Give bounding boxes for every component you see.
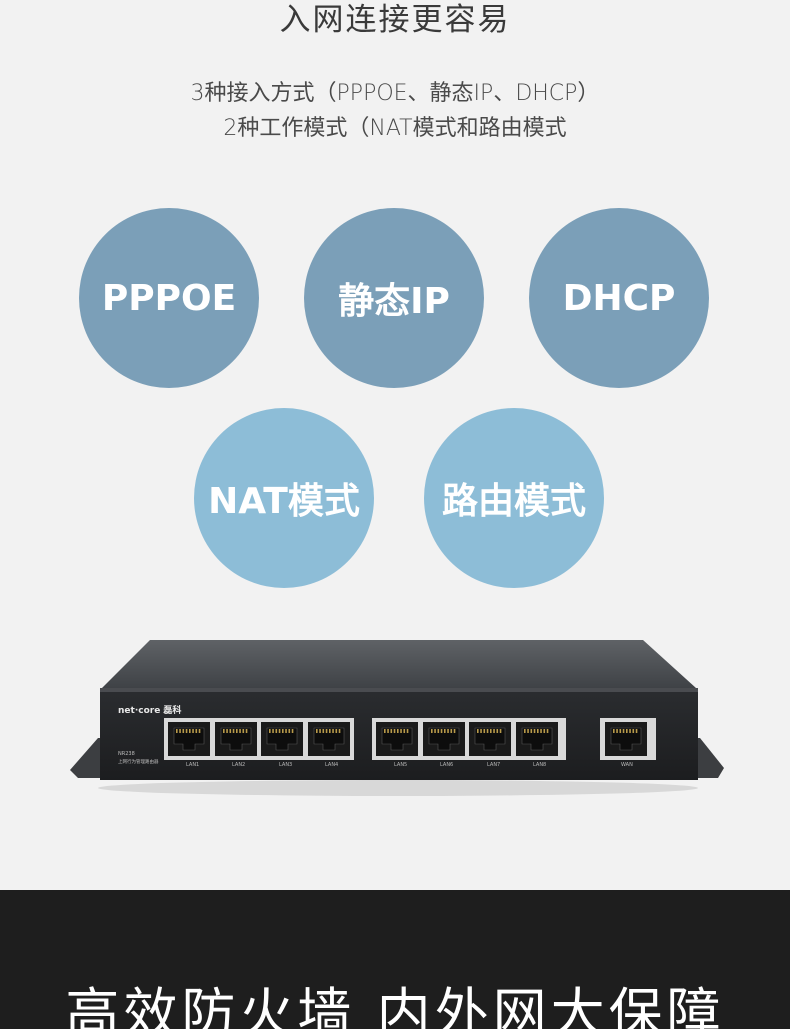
- section-title: 入网连接更容易: [279, 2, 511, 38]
- port-wan: [605, 722, 647, 756]
- router-device-image: net·core 磊科 NR238 上网行为管理路由器 LAN1 LAN2 LA…: [70, 640, 724, 796]
- brand-logo-text: net·core 磊科: [118, 704, 181, 716]
- port-label-lan4: LAN4: [325, 762, 338, 768]
- nat-mode-circle: NAT模式: [194, 408, 374, 588]
- nat-mode-label: NAT模式: [208, 481, 360, 522]
- port-lan7: [469, 722, 511, 756]
- model-description-text: 上网行为管理路由器: [118, 758, 159, 765]
- pppoe-circle: PPPOE: [79, 208, 259, 388]
- pppoe-label: PPPOE: [101, 277, 237, 319]
- port-label-lan7: LAN7: [487, 762, 500, 768]
- port-lan8: [516, 722, 558, 756]
- port-label-lan3: LAN3: [279, 762, 292, 768]
- dhcp-circle: DHCP: [529, 208, 709, 388]
- dhcp-label: DHCP: [562, 277, 676, 319]
- port-label-wan: WAN: [621, 762, 633, 768]
- port-label-lan1: LAN1: [186, 762, 199, 768]
- static-ip-label: 静态IP: [338, 281, 450, 322]
- port-label-lan6: LAN6: [440, 762, 453, 768]
- router-mode-circle: 路由模式: [424, 408, 604, 588]
- access-methods-text: 3种接入方式（PPPOE、静态IP、DHCP）: [190, 81, 600, 106]
- port-label-lan2: LAN2: [232, 762, 245, 768]
- port-lan6: [423, 722, 465, 756]
- work-modes-text: 2种工作模式（NAT模式和路由模式: [223, 116, 567, 141]
- connection-section: 入网连接更容易 3种接入方式（PPPOE、静态IP、DHCP） 2种工作模式（N…: [70, 2, 724, 796]
- router-mode-label: 路由模式: [441, 481, 586, 522]
- port-lan2: [215, 722, 257, 756]
- model-text: NR238: [118, 751, 135, 757]
- static-ip-circle: 静态IP: [304, 208, 484, 388]
- port-lan4: [308, 722, 350, 756]
- port-lan5: [376, 722, 418, 756]
- port-label-lan8: LAN8: [533, 762, 546, 768]
- router-top-surface: [102, 640, 696, 688]
- port-label-lan5: LAN5: [394, 762, 407, 768]
- port-lan1: [168, 722, 210, 756]
- left-mount-flange: [70, 738, 108, 778]
- firewall-title: 高效防火墙 内外网大保障: [65, 982, 725, 1029]
- port-lan3: [261, 722, 303, 756]
- firewall-section: 高效防火墙 内外网大保障: [0, 890, 790, 1029]
